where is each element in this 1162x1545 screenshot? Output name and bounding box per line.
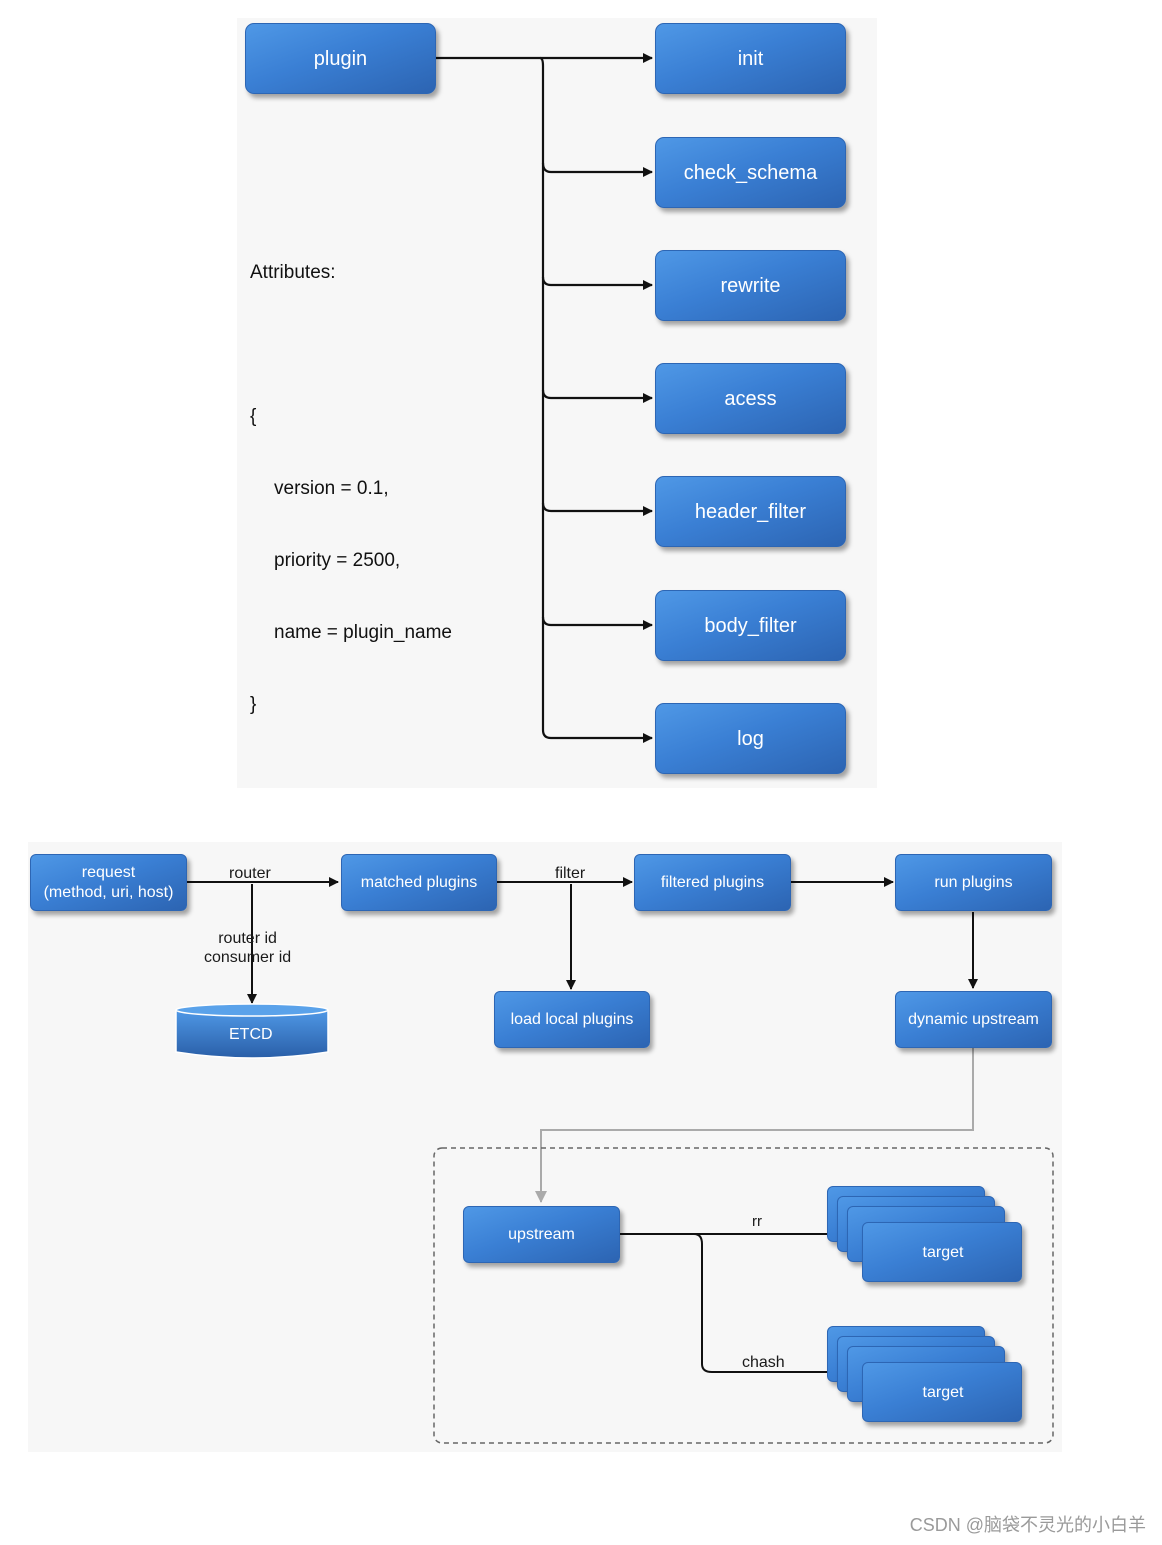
hook-label: check_schema [683,161,818,184]
request-label: request (method, uri, host) [43,864,174,901]
check-schema-hook-box: check_schema [655,137,846,208]
header-filter-hook-box: header_filter [655,476,846,547]
target-label: target [922,1384,964,1402]
flow-arrows [187,877,978,1377]
hook-label: body_filter [704,614,797,637]
chash-label: chash [742,1354,785,1371]
target-box-chash: target [862,1362,1022,1422]
plugin-box: plugin [245,23,436,94]
attributes-heading: Attributes: [250,262,336,283]
dynamic-upstream-label: dynamic upstream [908,1010,1039,1028]
filtered-plugins-label: filtered plugins [660,873,765,891]
etcd-cylinder [175,1003,329,1059]
hook-label: log [737,727,764,750]
run-plugins-box: run plugins [895,854,1052,911]
target-label: target [922,1244,964,1262]
etcd-label: ETCD [229,1026,273,1043]
attributes-open-brace: { [250,406,257,427]
matched-plugins-box: matched plugins [341,854,497,911]
target-box-rr: target [862,1222,1022,1282]
router-label: router [229,865,271,882]
footer-watermark: CSDN @脑袋不灵光的小白羊 [909,1515,1146,1535]
attribute-priority: priority = 2500, [274,550,401,571]
run-plugins-label: run plugins [934,873,1013,891]
upstream-label: upstream [508,1225,575,1243]
body-filter-hook-box: body_filter [655,590,846,661]
request-box: request (method, uri, host) [30,854,187,911]
log-hook-box: log [655,703,846,774]
plugin-label: plugin [313,47,368,70]
router-id-label: router id consumer id [204,930,292,966]
matched-plugins-label: matched plugins [360,873,478,891]
rewrite-hook-box: rewrite [655,250,846,321]
hook-label: rewrite [720,274,781,297]
hook-label: init [737,47,764,70]
hook-label: acess [724,387,777,410]
upstream-box: upstream [463,1206,620,1263]
load-local-plugins-label: load local plugins [510,1010,634,1028]
access-hook-box: acess [655,363,846,434]
dynamic-upstream-box: dynamic upstream [895,991,1052,1048]
init-hook-box: init [655,23,846,94]
attributes-close-brace: } [250,694,257,715]
attributes-block: Attributes: { version = 0.1, priority = … [250,213,452,741]
filtered-plugins-box: filtered plugins [634,854,791,911]
plugin-tree-arrows [436,53,653,743]
rr-label: rr [752,1213,762,1230]
attribute-name: name = plugin_name [274,622,452,643]
upstream-group-border [433,1147,1054,1444]
load-local-plugins-box: load local plugins [494,991,650,1048]
filter-label: filter [555,865,586,882]
upstream-link [535,1048,974,1203]
hook-label: header_filter [694,500,807,523]
attribute-version: version = 0.1, [274,478,389,499]
